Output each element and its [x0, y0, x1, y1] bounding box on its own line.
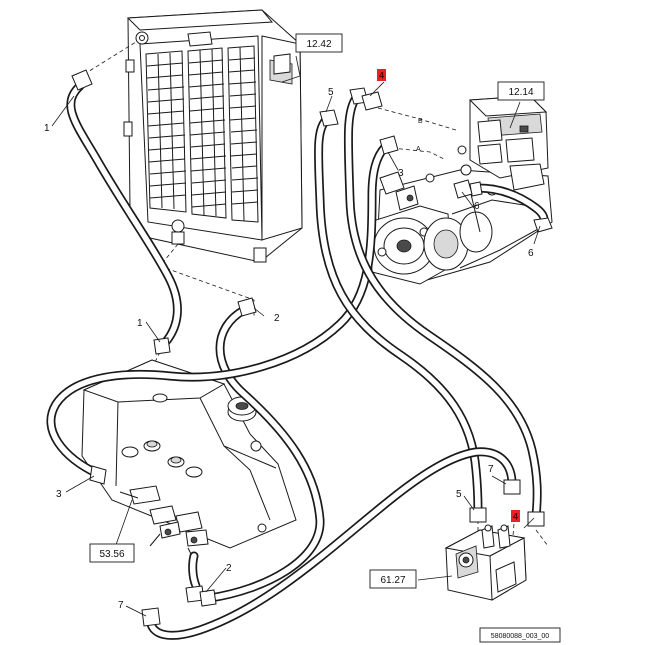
port-marks: B A: [416, 118, 423, 153]
drawing-number-box: 58080088_003_00: [479, 627, 561, 643]
ref-label-pump: 12.14: [508, 87, 533, 98]
hydraulic-hoses: [46, 81, 542, 640]
fitting-hose3-pump: [379, 135, 399, 155]
fitting-hose7-valve: [503, 479, 521, 495]
ref-label-valve: 61.27: [380, 575, 405, 586]
hose-fittings: [71, 69, 545, 627]
hydraulic-tank: [81, 359, 297, 561]
leader-lines: [51, 55, 541, 617]
fitting-hose1-bottom: [153, 337, 171, 355]
callout-4-bottom: 4: [513, 512, 518, 522]
fitting-hose5-bottom: [469, 507, 487, 523]
callout-7-tank: 7: [118, 600, 124, 611]
callout-6-bottom: 6: [528, 248, 534, 259]
callout-1-top: 1: [44, 123, 50, 134]
radiator-oil-cooler: [123, 9, 303, 263]
callout-5-top: 5: [328, 87, 334, 98]
reference-box-tank: 53.56: [89, 543, 135, 563]
ref-label-radiator: 12.42: [306, 39, 331, 50]
highlight-callout-4-bottom: 4: [511, 510, 520, 522]
drawing-number: 58080088_003_00: [491, 633, 550, 640]
fitting-hose5-top: [319, 109, 339, 127]
callout-7-valve: 7: [488, 464, 494, 475]
port-mark-a: A: [416, 146, 421, 153]
ref-label-tank: 53.56: [99, 549, 124, 560]
reference-box-valve: 61.27: [369, 569, 417, 589]
callout-1-bottom: 1: [137, 318, 143, 329]
callout-3-tank: 3: [56, 489, 62, 500]
port-mark-b: B: [418, 118, 423, 125]
callout-2-top: 2: [274, 313, 280, 324]
fitting-6-pump: [453, 179, 473, 199]
callout-6-top: 6: [474, 201, 480, 212]
callout-4-top: 4: [379, 71, 384, 81]
radiator-fins: [145, 45, 259, 223]
callout-2-bottom: 2: [226, 563, 232, 574]
reference-box-pump: 12.14: [497, 81, 545, 101]
fitting-hose2-end: [199, 589, 217, 607]
directional-valve: [444, 524, 527, 601]
callouts: 1 1 2 2 3 3 5 5 6 6 7 7: [44, 87, 534, 611]
callout-3-pump: 3: [398, 168, 404, 179]
fitting-hose2-top: [237, 297, 257, 317]
callout-5-bottom: 5: [456, 489, 462, 500]
fitting-hose4-valve: [527, 511, 545, 527]
fitting-hose3-tank: [89, 465, 107, 485]
highlight-callout-4-top: 4: [377, 69, 386, 81]
hydraulic-pump-assembly: [369, 95, 553, 285]
reference-box-radiator: 12.42: [295, 33, 343, 53]
fitting-hose7-tank: [141, 607, 161, 627]
fitting-hose1-top: [71, 69, 93, 91]
